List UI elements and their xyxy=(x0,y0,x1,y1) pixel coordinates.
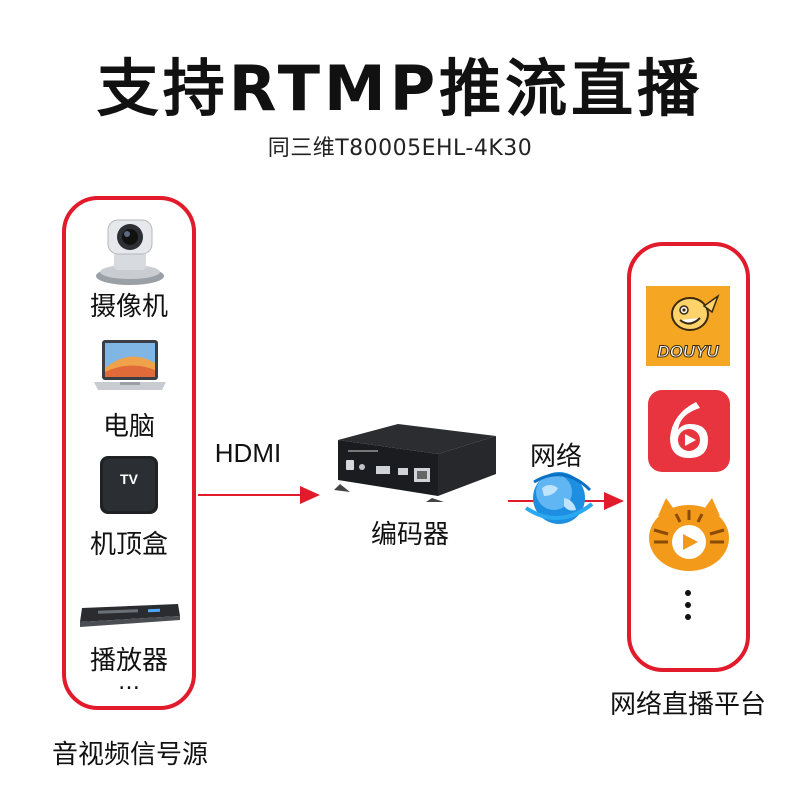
source-more-ellipsis: … xyxy=(118,670,140,695)
douyu-logo-icon xyxy=(646,286,730,366)
douyu-logo-text: DOUYU xyxy=(657,342,719,362)
tv-box-text: TV xyxy=(120,471,138,487)
tv-box-icon xyxy=(100,456,158,514)
globe-icon xyxy=(524,472,594,524)
page-title: 支持RTMP推流直播 xyxy=(96,52,704,125)
platform-more-dots xyxy=(684,590,692,626)
six-logo-icon xyxy=(648,390,730,472)
source-camera-label: 摄像机 xyxy=(89,292,168,322)
hdmi-arrow-line xyxy=(198,494,302,496)
laptop-icon xyxy=(94,340,166,390)
huya-logo-icon xyxy=(649,498,729,571)
source-player-label: 播放器 xyxy=(89,646,168,676)
source-computer-label: 电脑 xyxy=(102,412,155,442)
network-label: 网络 xyxy=(529,442,582,472)
network-arrow-head xyxy=(604,492,624,510)
dvd-player-icon xyxy=(80,604,180,627)
encoder-label: 编码器 xyxy=(370,520,449,550)
platform-group-label: 网络直播平台 xyxy=(609,690,766,720)
page-subtitle: 同三维T80005EHL-4K30 xyxy=(267,136,533,161)
source-settopbox-label: 机顶盒 xyxy=(89,530,168,560)
hdmi-label: HDMI xyxy=(214,438,282,468)
encoder-device-icon xyxy=(334,424,496,502)
hdmi-arrow-head xyxy=(300,486,320,504)
source-group-label: 音视频信号源 xyxy=(51,740,208,770)
ptz-camera-icon xyxy=(96,219,164,285)
